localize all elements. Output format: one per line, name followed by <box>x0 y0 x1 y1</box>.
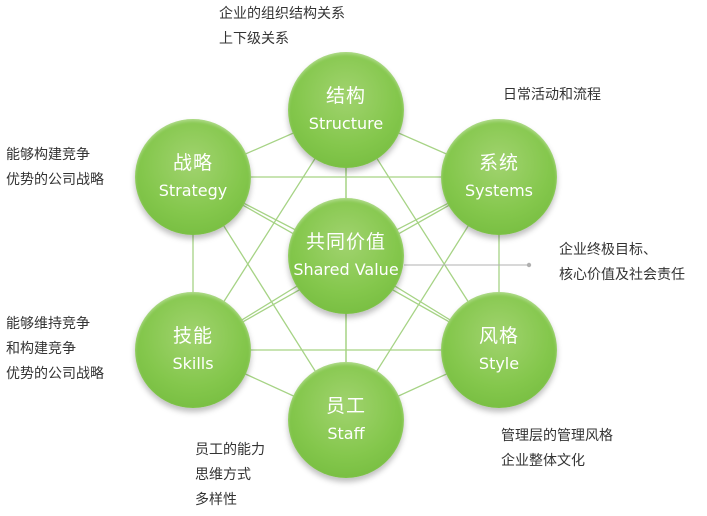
node-staff: 员工 Staff <box>288 362 404 478</box>
annotation-skills: 能够维持竞争 和构建竞争 优势的公司战略 <box>6 312 104 387</box>
node-shared-value: 共同价值 Shared Value <box>288 198 404 314</box>
node-structure-zh: 结构 <box>325 85 366 107</box>
node-skills-zh: 技能 <box>172 325 213 347</box>
annotation-skills-line-3: 优势的公司战略 <box>6 366 104 382</box>
node-structure-en: Structure <box>308 114 384 133</box>
annotation-shared-value-line-2: 核心价值及社会责任 <box>559 267 685 283</box>
node-style-zh: 风格 <box>478 325 519 347</box>
annotation-staff-line-2: 思维方式 <box>195 467 251 483</box>
annotation-staff: 员工的能力 思维方式 多样性 <box>195 438 265 513</box>
annotation-strategy-line-1: 能够构建竞争 <box>6 147 90 163</box>
annotation-strategy-line-2: 优势的公司战略 <box>6 172 104 188</box>
node-shared-value-zh: 共同价值 <box>305 231 386 253</box>
node-shared-value-en: Shared Value <box>293 260 399 279</box>
node-staff-zh: 员工 <box>325 395 366 417</box>
annotation-strategy: 能够构建竞争 优势的公司战略 <box>6 143 104 193</box>
annotation-skills-line-2: 和构建竞争 <box>6 341 76 357</box>
shared-value-pointer-dot <box>526 262 532 268</box>
node-style: 风格 Style <box>441 292 557 408</box>
node-systems-zh: 系统 <box>478 152 519 174</box>
node-strategy-en: Strategy <box>158 181 228 200</box>
node-systems: 系统 Systems <box>441 119 557 235</box>
annotation-shared-value: 企业终极目标、 核心价值及社会责任 <box>559 238 685 288</box>
annotation-style-line-2: 企业整体文化 <box>501 453 585 469</box>
node-skills: 技能 Skills <box>135 292 251 408</box>
annotation-style-line-1: 管理层的管理风格 <box>501 428 613 444</box>
annotation-structure-line-2: 上下级关系 <box>219 31 289 47</box>
node-structure: 结构 Structure <box>288 52 404 168</box>
annotation-structure-line-1: 企业的组织结构关系 <box>219 6 345 22</box>
node-strategy-zh: 战略 <box>172 152 213 174</box>
annotation-systems: 日常活动和流程 <box>503 83 601 108</box>
annotation-style: 管理层的管理风格 企业整体文化 <box>501 424 613 474</box>
annotation-staff-line-1: 员工的能力 <box>195 442 265 458</box>
annotation-staff-line-3: 多样性 <box>195 492 237 508</box>
annotation-skills-line-1: 能够维持竞争 <box>6 316 90 332</box>
node-strategy: 战略 Strategy <box>135 119 251 235</box>
annotation-systems-line-1: 日常活动和流程 <box>503 87 601 103</box>
node-style-en: Style <box>478 354 520 373</box>
annotation-structure: 企业的组织结构关系 上下级关系 <box>219 2 345 52</box>
node-systems-en: Systems <box>465 181 533 200</box>
annotation-shared-value-line-1: 企业终极目标、 <box>559 242 657 258</box>
node-skills-en: Skills <box>172 354 214 373</box>
node-staff-en: Staff <box>327 424 365 443</box>
